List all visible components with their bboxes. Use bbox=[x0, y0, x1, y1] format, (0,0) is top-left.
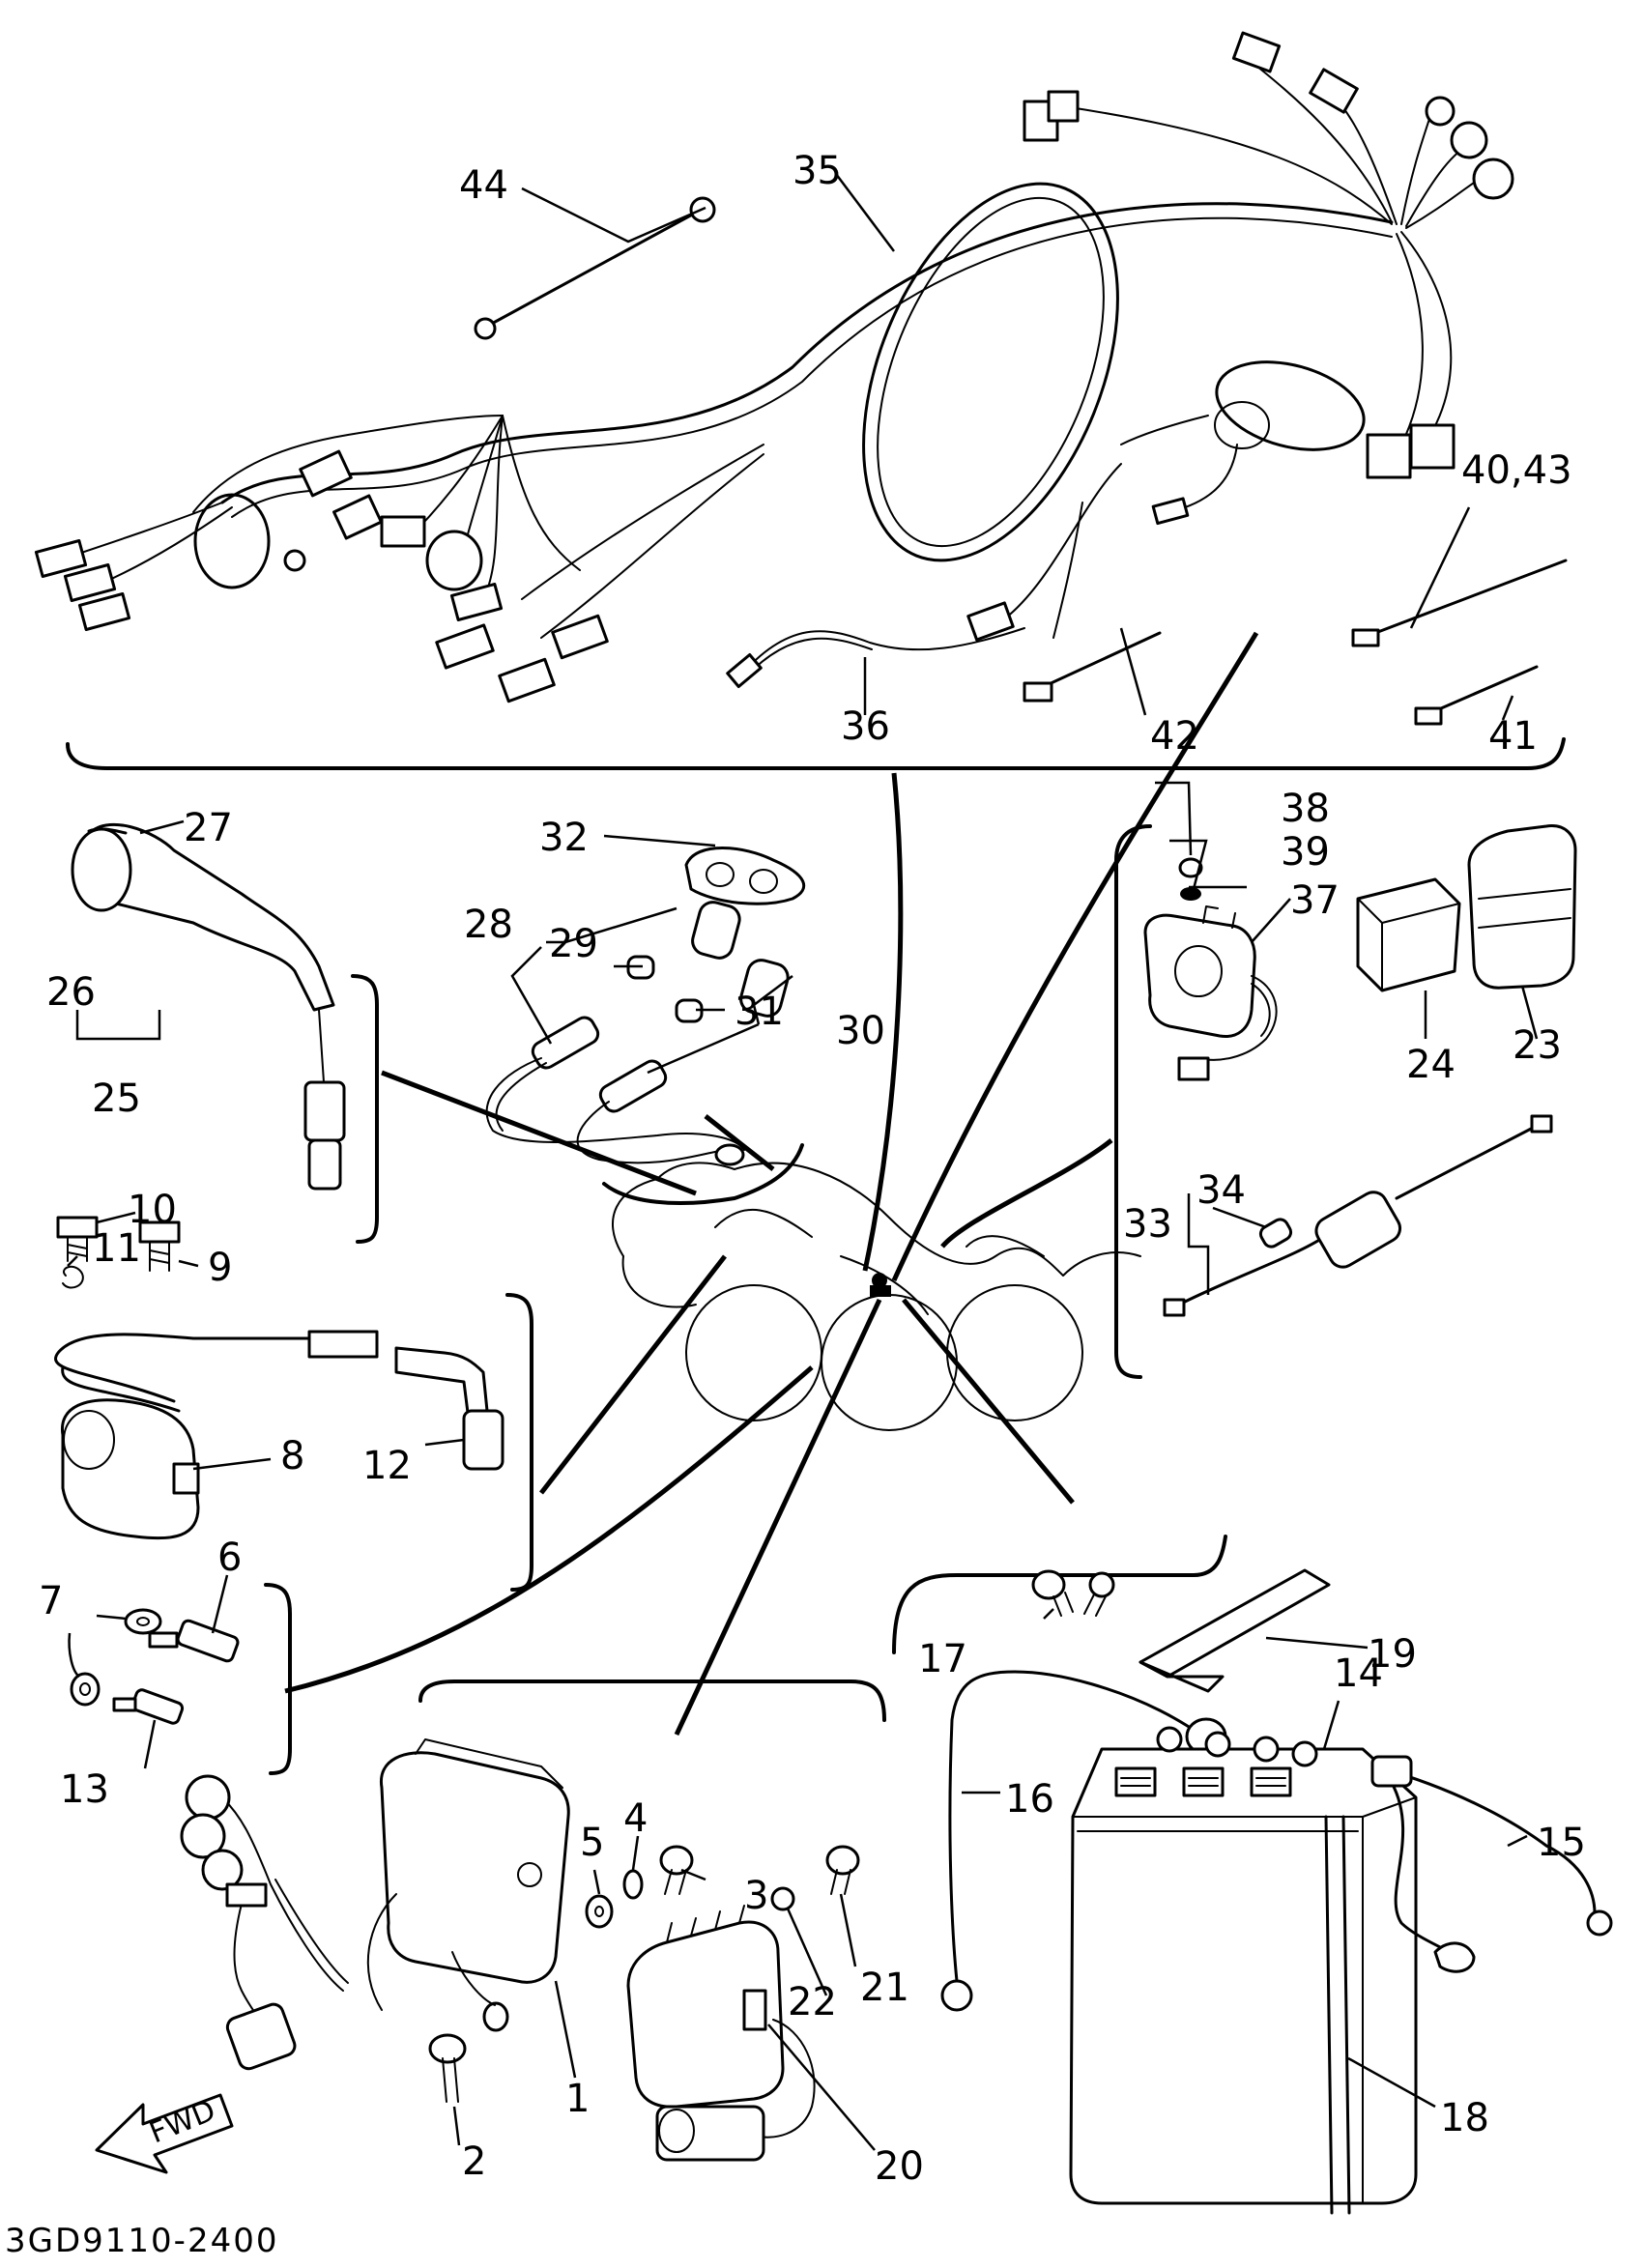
ignition-cord-group bbox=[71, 822, 379, 1244]
callout-21: 21 bbox=[860, 1966, 909, 2010]
callout-37: 37 bbox=[1290, 878, 1340, 923]
bolts-9-10-11 bbox=[56, 1216, 181, 1289]
callout-29: 29 bbox=[549, 922, 598, 966]
callout-3: 3 bbox=[744, 1874, 768, 1918]
callout-27: 27 bbox=[184, 806, 233, 850]
cdi-group bbox=[180, 1679, 886, 2162]
ignition-coil-group bbox=[54, 1293, 533, 1592]
callout-6: 6 bbox=[217, 1536, 242, 1580]
relay-group bbox=[1114, 824, 1577, 1379]
callout-34: 34 bbox=[1196, 1168, 1246, 1213]
callout-28: 28 bbox=[464, 903, 513, 947]
callout-9: 9 bbox=[208, 1246, 232, 1290]
callout-1: 1 bbox=[565, 2077, 590, 2121]
callout-10: 10 bbox=[128, 1188, 177, 1232]
callout-33: 33 bbox=[1123, 1202, 1172, 1247]
callout-24: 24 bbox=[1406, 1043, 1456, 1087]
callout-31: 31 bbox=[735, 990, 784, 1034]
callout-44: 44 bbox=[459, 163, 508, 208]
callout-25: 25 bbox=[92, 1077, 141, 1121]
callout-20: 20 bbox=[875, 2144, 924, 2189]
callout-19: 19 bbox=[1368, 1632, 1417, 1677]
sensor-group bbox=[68, 1583, 292, 1775]
callout-18: 18 bbox=[1440, 2096, 1489, 2140]
callout-2: 2 bbox=[462, 2139, 486, 2184]
callout-16: 16 bbox=[1005, 1777, 1054, 1822]
wire-harness bbox=[34, 31, 1568, 726]
callout-26: 26 bbox=[46, 970, 96, 1015]
callout-40-43: 40,43 bbox=[1461, 448, 1572, 493]
callout-17: 17 bbox=[918, 1637, 967, 1681]
callout-4: 4 bbox=[623, 1796, 648, 1841]
callout-30: 30 bbox=[836, 1009, 885, 1053]
callout-36: 36 bbox=[841, 704, 890, 749]
callout-38: 38 bbox=[1281, 787, 1330, 831]
callout-11: 11 bbox=[92, 1226, 141, 1271]
callout-22: 22 bbox=[788, 1980, 837, 2024]
callout-13: 13 bbox=[60, 1767, 109, 1812]
callout-labels: 44 35 40,43 36 42 41 27 26 25 32 28 29 3… bbox=[39, 149, 1586, 2189]
callout-42: 42 bbox=[1150, 714, 1199, 759]
callout-32: 32 bbox=[539, 816, 589, 860]
battery-group bbox=[892, 1535, 1613, 2215]
callout-23: 23 bbox=[1513, 1023, 1562, 1068]
fwd-arrow: FWD bbox=[95, 2093, 234, 2174]
part-code: 3GD9110-2400 bbox=[5, 2222, 278, 2260]
callout-5: 5 bbox=[580, 1821, 604, 1865]
callout-12: 12 bbox=[362, 1444, 412, 1488]
callout-15: 15 bbox=[1537, 1821, 1586, 1865]
callout-8: 8 bbox=[280, 1434, 304, 1479]
harness-bracket bbox=[66, 737, 1566, 770]
switch-group bbox=[485, 847, 805, 1205]
leader-lines bbox=[284, 631, 1259, 1737]
callout-14: 14 bbox=[1334, 1651, 1383, 1696]
callout-leaders bbox=[67, 173, 1539, 2151]
callout-41: 41 bbox=[1488, 714, 1538, 759]
callout-39: 39 bbox=[1281, 830, 1330, 875]
callout-35: 35 bbox=[793, 149, 842, 193]
callout-7: 7 bbox=[39, 1579, 63, 1623]
